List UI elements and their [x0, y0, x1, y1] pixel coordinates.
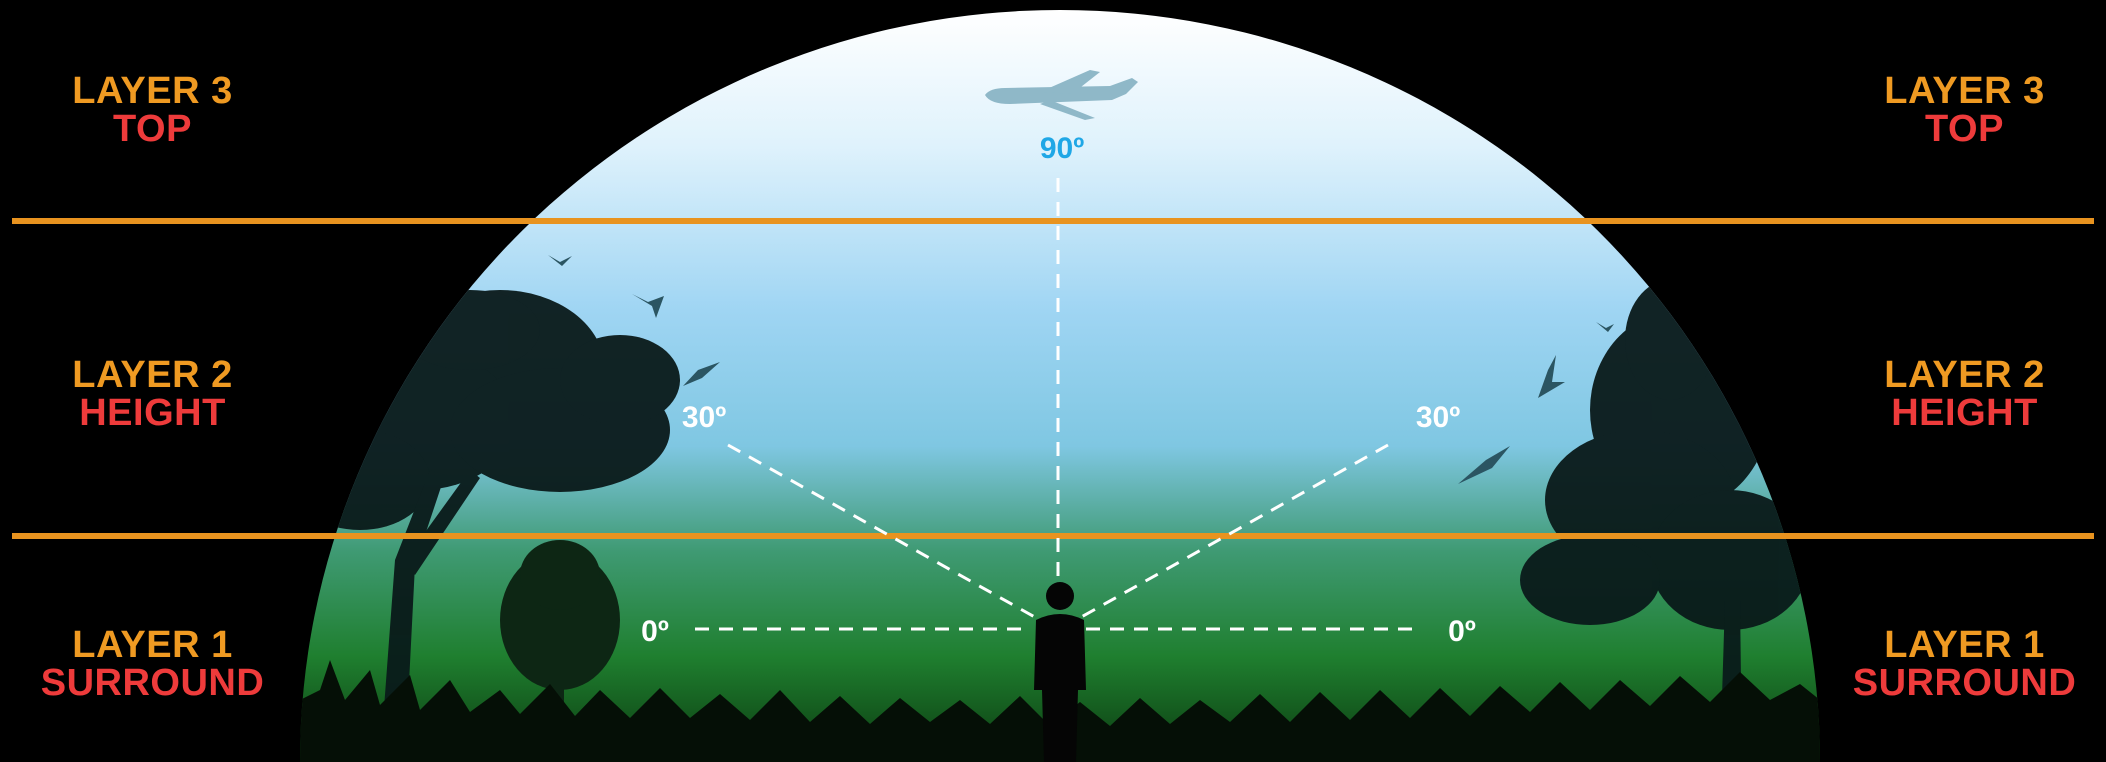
angle-label-90: 90º: [1040, 132, 1084, 165]
layer-1-label-left: LAYER 1 SURROUND: [20, 626, 285, 702]
layer-2-label-left: LAYER 2 HEIGHT: [20, 356, 285, 432]
layer-3-label-right: LAYER 3 TOP: [1832, 72, 2097, 148]
layer-subtitle: HEIGHT: [1891, 392, 2038, 434]
layer-subtitle: TOP: [1925, 108, 2004, 150]
angle-guides: [695, 178, 1420, 631]
layer-subtitle: TOP: [113, 108, 192, 150]
layer-title: LAYER 2: [1884, 354, 2045, 396]
right-30-guide: [1075, 443, 1389, 622]
layer-2-label-right: LAYER 2 HEIGHT: [1832, 356, 2097, 432]
left-30-guide: [727, 443, 1041, 622]
airplane-icon: [985, 70, 1138, 120]
layer-subtitle: HEIGHT: [79, 392, 226, 434]
sky-dome: [300, 10, 1820, 762]
angle-label-0-left: 0º: [641, 615, 669, 648]
person-silhouette-icon: [1034, 582, 1086, 762]
layer-subtitle: SURROUND: [1852, 662, 2077, 704]
layer-1-label-right: LAYER 1 SURROUND: [1832, 626, 2097, 702]
layer-3-label-left: LAYER 3 TOP: [20, 72, 285, 148]
angle-label-30-right: 30º: [1416, 401, 1460, 434]
grass-icon: [300, 660, 1820, 762]
angle-label-30-left: 30º: [682, 401, 726, 434]
layer-title: LAYER 3: [1884, 70, 2045, 112]
angle-label-0-right: 0º: [1448, 615, 1476, 648]
layer-subtitle: SURROUND: [40, 662, 265, 704]
layer-title: LAYER 3: [72, 70, 233, 112]
layer-title: LAYER 1: [72, 624, 233, 666]
layer-title: LAYER 2: [72, 354, 233, 396]
layer-title: LAYER 1: [1884, 624, 2045, 666]
bird-icon: [548, 255, 1614, 484]
